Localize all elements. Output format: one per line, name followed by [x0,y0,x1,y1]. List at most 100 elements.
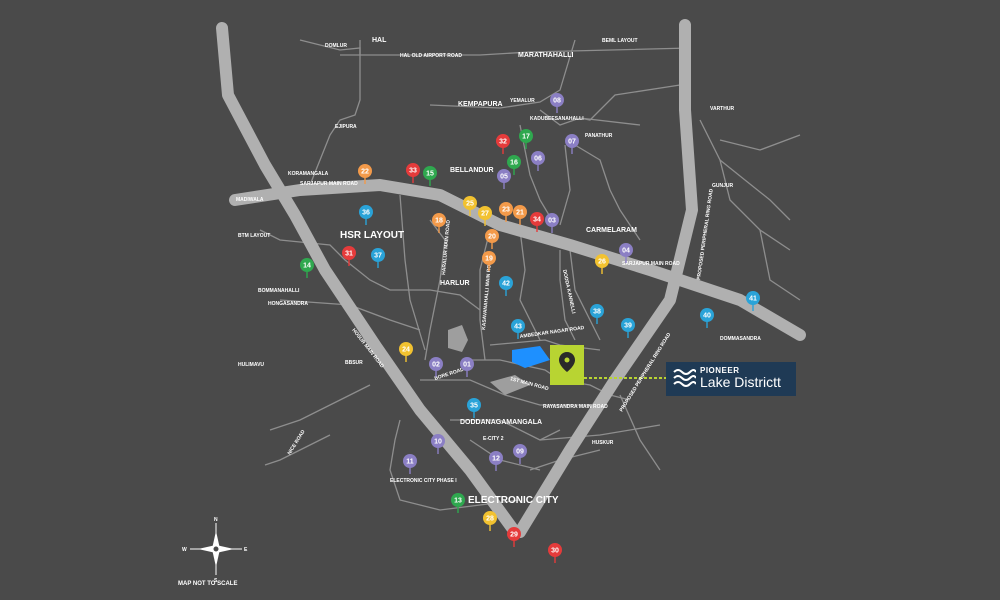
poi-pin-14[interactable]: 14 [300,258,314,278]
poi-pin-42[interactable]: 42 [499,276,513,296]
poi-pin-head [429,357,443,371]
poi-pin-head [359,205,373,219]
poi-pin-01[interactable]: 01 [460,357,474,377]
poi-pin-25[interactable]: 25 [463,196,477,216]
label-bellandur: BELLANDUR [450,167,494,174]
poi-pin-15[interactable]: 15 [423,166,437,186]
label-kasavanahalli-main-road: KASAVANAHALLI MAIN ROAD [481,257,493,330]
poi-pin-37[interactable]: 37 [371,248,385,268]
poi-pin-34[interactable]: 34 [530,212,544,232]
poi-pin-head [531,151,545,165]
label-hsr-layout: HSR LAYOUT [340,230,404,241]
label-varthur: VARTHUR [710,106,734,112]
poi-pin-05[interactable]: 05 [497,169,511,189]
label-electronic-city: ELECTRONIC CITY [468,495,559,506]
poi-pin-head [371,248,385,262]
poi-pin-19[interactable]: 19 [482,251,496,271]
poi-pin-24[interactable]: 24 [399,342,413,362]
poi-pin-head [499,202,513,216]
poi-pin-06[interactable]: 06 [531,151,545,171]
poi-pin-33[interactable]: 33 [406,163,420,183]
poi-pin-head [746,291,760,305]
poi-pin-17[interactable]: 17 [519,129,533,149]
poi-pin-head [511,319,525,333]
poi-pin-head [507,527,521,541]
poi-pin-number: 11 [406,459,414,466]
poi-pin-number: 06 [534,156,542,163]
poi-pin-10[interactable]: 10 [431,434,445,454]
poi-pin-number: 16 [510,160,518,167]
poi-pin-number: 27 [481,211,489,218]
brand-lake-districtt: Lake Districtt [700,374,781,390]
poi-pin-number: 37 [374,253,382,260]
poi-pin-number: 01 [463,362,471,369]
poi-pin-21[interactable]: 21 [513,205,527,225]
poi-pin-number: 18 [435,218,443,225]
poi-pin-number: 41 [749,296,757,303]
poi-pin-31[interactable]: 31 [342,246,356,266]
poi-pin-16[interactable]: 16 [507,155,521,175]
poi-pin-08[interactable]: 08 [550,93,564,113]
poi-pin-number: 07 [568,139,576,146]
label-carmelaram: CARMELARAM [586,227,637,234]
poi-pin-27[interactable]: 27 [478,206,492,226]
poi-pin-number: 40 [703,313,711,320]
poi-pin-40[interactable]: 40 [700,308,714,328]
poi-pin-30[interactable]: 30 [548,543,562,563]
poi-pin-18[interactable]: 18 [432,213,446,233]
poi-pin-number: 22 [361,169,369,176]
poi-pin-23[interactable]: 23 [499,202,513,222]
label-electronic-city-phase1: ELECTRONIC CITY PHASE I [390,478,457,484]
poi-pin-13[interactable]: 13 [451,493,465,513]
poi-pin-number: 32 [499,139,507,146]
poi-pin-head [342,246,356,260]
poi-pin-head [467,398,481,412]
poi-pin-29[interactable]: 29 [507,527,521,547]
compass-w: W [182,547,187,553]
highways [216,19,806,538]
poi-pin-32[interactable]: 32 [496,134,510,154]
poi-pin-head [621,318,635,332]
poi-pin-head [482,251,496,265]
poi-pin-number: 03 [548,218,556,225]
poi-pin-head [300,258,314,272]
poi-pin-22[interactable]: 22 [358,164,372,184]
poi-pin-head [431,434,445,448]
label-btm-layout: BTM LAYOUT [238,233,270,239]
poi-pin-number: 35 [470,403,478,410]
poi-pin-35[interactable]: 35 [467,398,481,418]
poi-pins: 01 02 03 04 05 06 07 08 09 10 11 12 13 14 15 16 17 18 1920… [300,93,760,563]
poi-pin-38[interactable]: 38 [590,304,604,324]
poi-pin-39[interactable]: 39 [621,318,635,338]
poi-pin-26[interactable]: 26 [595,254,609,274]
poi-pin-04[interactable]: 04 [619,243,633,263]
poi-pin-11[interactable]: 11 [403,454,417,474]
poi-pin-number: 42 [502,281,510,288]
poi-pin-28[interactable]: 28 [483,511,497,531]
poi-pin-head [519,129,533,143]
poi-pin-head [548,543,562,557]
poi-pin-07[interactable]: 07 [565,134,579,154]
label-domlur: DOMLUR [325,43,347,49]
poi-pin-36[interactable]: 36 [359,205,373,225]
poi-pin-03[interactable]: 03 [545,213,559,233]
label-panathur: PANATHUR [585,133,613,139]
poi-pin-head [483,511,497,525]
poi-pin-head [432,213,446,227]
poi-pin-number: 33 [409,168,417,175]
poi-pin-head [489,451,503,465]
poi-pin-09[interactable]: 09 [513,444,527,464]
poi-pin-head [700,308,714,322]
poi-pin-number: 15 [426,171,434,178]
poi-pin-20[interactable]: 20 [485,229,499,249]
label-rayasandra-main-road: RAYASANDRA MAIN ROAD [543,404,608,410]
poi-pin-41[interactable]: 41 [746,291,760,311]
poi-pin-head [497,169,511,183]
poi-pin-02[interactable]: 02 [429,357,443,377]
poi-pin-head [406,163,420,177]
poi-pin-head [478,206,492,220]
label-ejipura: EJIPURA [335,124,357,130]
poi-pin-number: 39 [624,323,632,330]
poi-pin-43[interactable]: 43 [511,319,525,339]
poi-pin-12[interactable]: 12 [489,451,503,471]
